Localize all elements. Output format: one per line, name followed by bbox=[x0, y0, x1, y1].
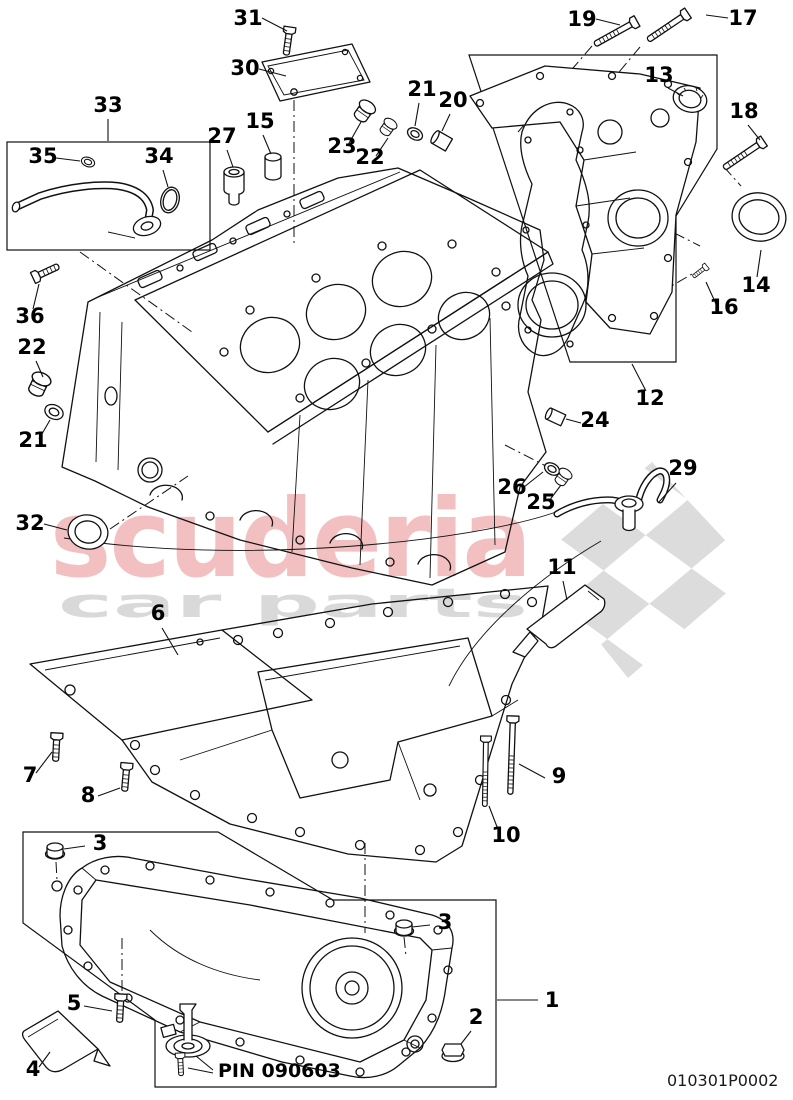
callout-22-left: 22 bbox=[17, 335, 46, 359]
callout-16: 16 bbox=[709, 295, 738, 319]
seal-ring-21-left bbox=[44, 403, 64, 421]
watermark-tagline: car parts bbox=[58, 581, 528, 627]
bolt-36 bbox=[29, 259, 62, 285]
dowel-sleeve-15 bbox=[264, 152, 282, 181]
bolt-31 bbox=[279, 25, 297, 57]
gasket-holes bbox=[522, 108, 590, 348]
timing-cover-assembly bbox=[469, 65, 701, 357]
callout-11: 11 bbox=[547, 555, 576, 579]
bolt-17 bbox=[643, 7, 693, 46]
callout-15: 15 bbox=[245, 109, 274, 133]
cylinder-bores bbox=[239, 250, 491, 411]
box-lower-pan-1 bbox=[22, 831, 497, 1088]
grommet-3-upper bbox=[44, 842, 66, 860]
seal-ring-21-top bbox=[404, 124, 426, 144]
small-parts bbox=[11, 7, 787, 1077]
callout-27: 27 bbox=[207, 124, 236, 148]
pin-note: PIN 090603 bbox=[218, 1060, 341, 1082]
leader-lines bbox=[32, 14, 762, 1074]
plug-22-left bbox=[24, 368, 54, 400]
dowel-24 bbox=[544, 407, 567, 427]
callout-9: 9 bbox=[552, 764, 567, 788]
callout-31: 31 bbox=[233, 6, 262, 30]
callout-33: 33 bbox=[93, 93, 122, 117]
sealant-tube-11 bbox=[512, 584, 606, 658]
bolt-9 bbox=[503, 715, 520, 796]
bolt-18 bbox=[719, 135, 769, 174]
oil-level-sensor-pin bbox=[160, 1003, 211, 1077]
upper-oil-pan bbox=[29, 585, 549, 892]
callout-8: 8 bbox=[81, 783, 96, 807]
bolt-5 bbox=[112, 993, 128, 1024]
callout-18: 18 bbox=[729, 99, 758, 123]
breather-pipe-29 bbox=[553, 467, 671, 532]
engine-block bbox=[61, 167, 554, 586]
callout-23: 23 bbox=[327, 134, 356, 158]
bolt-7 bbox=[48, 732, 64, 763]
valley-details bbox=[95, 171, 401, 299]
callout-12: 12 bbox=[635, 386, 664, 410]
oil-pipe-33 bbox=[11, 181, 162, 239]
grommet-3-lower bbox=[393, 919, 415, 937]
callout-1: 1 bbox=[545, 988, 560, 1012]
callout-6: 6 bbox=[151, 601, 166, 625]
routing-curves bbox=[63, 511, 602, 687]
callout-35: 35 bbox=[28, 144, 57, 168]
callout-2: 2 bbox=[469, 1005, 484, 1029]
plug-23 bbox=[350, 96, 379, 126]
callout-4: 4 bbox=[26, 1057, 41, 1081]
callout-21-top: 21 bbox=[407, 77, 436, 101]
box-oil-pipe-33 bbox=[6, 141, 211, 251]
callout-36: 36 bbox=[15, 304, 44, 328]
sealant-tube-4 bbox=[21, 1010, 111, 1073]
dowel-20 bbox=[430, 130, 454, 152]
deck-holes bbox=[219, 239, 511, 403]
callout-3-lower: 3 bbox=[438, 910, 453, 934]
cover-plate-30 bbox=[261, 43, 371, 102]
callout-25: 25 bbox=[526, 490, 555, 514]
callout-21-left: 21 bbox=[18, 428, 47, 452]
bolt-16 bbox=[690, 262, 710, 281]
o-ring-34 bbox=[160, 186, 180, 214]
lower-oil-pan bbox=[59, 855, 454, 1079]
drawing-code: 010301P0002 bbox=[667, 1071, 778, 1090]
callout-14: 14 bbox=[741, 273, 770, 297]
bolt-10 bbox=[478, 735, 492, 808]
plug-27 bbox=[223, 166, 245, 206]
callout-10: 10 bbox=[491, 823, 520, 847]
cover-bolt-holes bbox=[475, 71, 697, 323]
drain-plug-2 bbox=[441, 1043, 465, 1063]
crank-seal-32 bbox=[67, 514, 109, 550]
timing-cover-gasket bbox=[517, 101, 590, 357]
bolt-8 bbox=[117, 761, 134, 793]
callout-19: 19 bbox=[567, 7, 596, 31]
callout-20: 20 bbox=[438, 88, 467, 112]
timing-cover bbox=[469, 65, 701, 335]
callout-17: 17 bbox=[728, 6, 757, 30]
callout-7: 7 bbox=[23, 763, 38, 787]
plug-22-top bbox=[376, 115, 400, 139]
pan-bolt-holes bbox=[51, 588, 538, 892]
callout-24: 24 bbox=[580, 408, 609, 432]
bolt-19 bbox=[591, 15, 641, 51]
callout-13: 13 bbox=[644, 63, 673, 87]
crank-seal-14 bbox=[731, 192, 787, 242]
callout-22-top: 22 bbox=[355, 145, 384, 169]
callouts: 1 2 3 3 4 5 6 7 8 9 10 11 12 13 14 15 16… bbox=[15, 6, 770, 1081]
seal-ring-35 bbox=[79, 154, 97, 170]
callout-30: 30 bbox=[230, 56, 259, 80]
callout-34: 34 bbox=[144, 144, 173, 168]
callout-5: 5 bbox=[67, 991, 82, 1015]
callout-29: 29 bbox=[668, 456, 697, 480]
callout-26: 26 bbox=[497, 475, 526, 499]
watermark: scuderia car parts bbox=[50, 462, 753, 678]
callout-32: 32 bbox=[15, 511, 44, 535]
callout-3-upper: 3 bbox=[93, 831, 108, 855]
